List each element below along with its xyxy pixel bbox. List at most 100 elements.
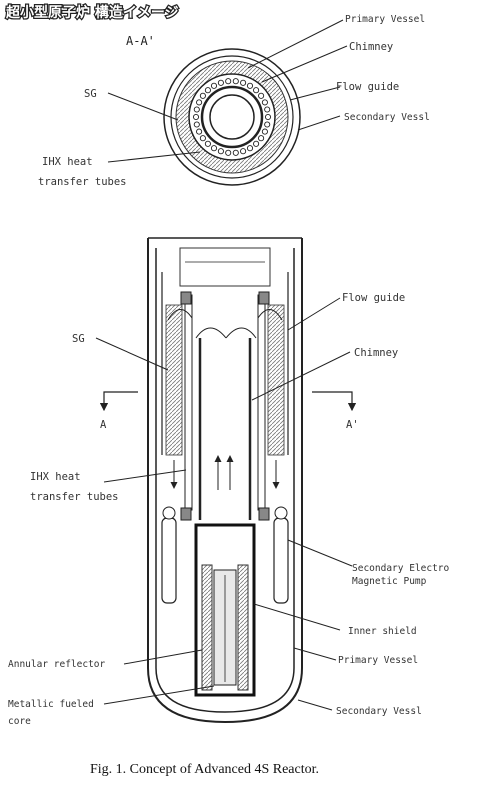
label-section-a-prime: A' bbox=[346, 419, 359, 431]
ihx-tube bbox=[264, 121, 271, 128]
ihx-tube bbox=[217, 148, 224, 155]
ihx-header-bottom-right bbox=[258, 507, 270, 521]
leader-flow-guide-top bbox=[289, 86, 341, 101]
ihx-tube bbox=[225, 149, 232, 156]
ihx-tube bbox=[246, 145, 254, 152]
side-view bbox=[99, 237, 357, 724]
ihx-tube bbox=[264, 113, 272, 121]
ihx-tube bbox=[258, 92, 265, 99]
ihx-tubes-left bbox=[184, 294, 193, 511]
label-ihx-top-1: IHX heat bbox=[42, 156, 93, 168]
ihx-tube bbox=[193, 121, 200, 128]
ihx-tube bbox=[253, 87, 260, 94]
pump-inlet-right bbox=[274, 506, 288, 520]
leader-sg-top bbox=[107, 92, 179, 121]
leader-ihx-top bbox=[107, 151, 201, 163]
label-inner-shield: Inner shield bbox=[348, 626, 417, 637]
leader-sg-side bbox=[95, 337, 169, 371]
label-ihx-side-2: transfer tubes bbox=[30, 491, 119, 503]
ihx-tube bbox=[261, 99, 268, 106]
annular-reflector-left bbox=[201, 564, 213, 691]
label-section-a: A bbox=[100, 419, 107, 431]
ihx-tubes-right bbox=[257, 294, 266, 511]
em-pump-right bbox=[273, 517, 289, 604]
secondary-vessel-outline bbox=[147, 238, 303, 724]
leader-primary-vessel-side bbox=[293, 647, 337, 661]
leader-annular-reflector bbox=[123, 649, 203, 665]
leader-chimney-side bbox=[251, 351, 351, 401]
label-flow-guide-side: Flow guide bbox=[342, 292, 405, 304]
ihx-tube-ring bbox=[192, 78, 272, 156]
ihx-tube bbox=[196, 99, 203, 106]
leader-secondary-vessel-top bbox=[297, 115, 341, 131]
upper-plenum bbox=[179, 247, 271, 287]
ihx-tube bbox=[193, 106, 200, 113]
ihx-tube bbox=[217, 79, 224, 86]
page-title: 超小型原子炉 構造イメージ bbox=[5, 4, 179, 21]
label-sg-top: SG bbox=[84, 88, 97, 100]
section-mark-right bbox=[312, 391, 357, 412]
inner-core-ring bbox=[209, 94, 255, 140]
label-chimney-top: Chimney bbox=[349, 41, 393, 53]
top-cross-section bbox=[163, 48, 301, 186]
ihx-tube bbox=[204, 87, 211, 94]
flow-arc-outer-left bbox=[167, 309, 193, 321]
ihx-tube bbox=[232, 78, 239, 85]
label-sg-side: SG bbox=[72, 333, 85, 345]
sg-column-right bbox=[267, 304, 285, 456]
leader-emp-side bbox=[287, 539, 353, 567]
figure-caption: Fig. 1. Concept of Advanced 4S Reactor. bbox=[90, 762, 319, 777]
label-ihx-top-2: transfer tubes bbox=[38, 176, 127, 188]
pump-inlet-left bbox=[162, 506, 176, 520]
annular-reflector-right bbox=[237, 564, 249, 691]
ihx-tube bbox=[196, 128, 203, 135]
em-pump-left bbox=[161, 517, 177, 604]
ihx-tube bbox=[258, 135, 265, 142]
flow-arc-right bbox=[225, 327, 257, 339]
ihx-tube bbox=[225, 78, 232, 85]
label-emp-side-1: Secondary Electro bbox=[352, 563, 450, 574]
label-secondary-vessel-top: Secondary Vessl bbox=[344, 112, 430, 123]
ihx-tube bbox=[246, 82, 254, 89]
flow-arc-left bbox=[195, 327, 227, 339]
leader-chimney-top bbox=[261, 45, 348, 83]
label-chimney-side: Chimney bbox=[354, 347, 398, 359]
leader-ihx-side bbox=[103, 469, 187, 483]
leader-primary-vessel-top bbox=[247, 19, 344, 69]
ihx-tube bbox=[240, 79, 247, 86]
ihx-tube bbox=[232, 149, 239, 156]
leader-inner-shield bbox=[253, 603, 341, 631]
section-mark-left bbox=[99, 391, 138, 412]
leader-flow-guide-side bbox=[287, 297, 341, 331]
core-barrel bbox=[194, 523, 256, 697]
label-annular-reflector: Annular reflector bbox=[8, 659, 106, 670]
leader-secondary-vessel-side bbox=[297, 699, 333, 711]
label-flow-guide-top: Flow guide bbox=[336, 81, 399, 93]
label-core-1: Metallic fueled bbox=[8, 699, 94, 710]
label-primary-vessel-side: Primary Vessel bbox=[338, 655, 418, 666]
label-emp-side-2: Magnetic Pump bbox=[352, 576, 427, 587]
label-secondary-vessel-side: Secondary Vessl bbox=[336, 706, 422, 717]
ihx-tube bbox=[210, 145, 218, 152]
ihx-tube bbox=[199, 92, 206, 99]
label-core-2: core bbox=[8, 716, 31, 727]
section-label: A-A' bbox=[126, 34, 155, 48]
ihx-tube bbox=[199, 135, 206, 142]
leader-core bbox=[103, 685, 215, 705]
flow-arc-outer-right bbox=[257, 309, 283, 321]
ihx-tube bbox=[240, 148, 247, 155]
ihx-tube bbox=[253, 140, 260, 147]
ihx-header-bottom-left bbox=[180, 507, 192, 521]
label-primary-vessel-top: Primary Vessel bbox=[345, 14, 425, 25]
ihx-tube bbox=[210, 82, 218, 89]
ihx-tube bbox=[264, 106, 271, 113]
sg-column-left bbox=[165, 304, 183, 456]
ihx-tube bbox=[261, 128, 268, 135]
ihx-header-right bbox=[258, 291, 270, 305]
ihx-tube bbox=[192, 113, 200, 121]
primary-vessel-outline bbox=[155, 248, 295, 713]
label-ihx-side-1: IHX heat bbox=[30, 471, 81, 483]
ihx-tube bbox=[204, 140, 211, 147]
ihx-header-left bbox=[180, 291, 192, 305]
